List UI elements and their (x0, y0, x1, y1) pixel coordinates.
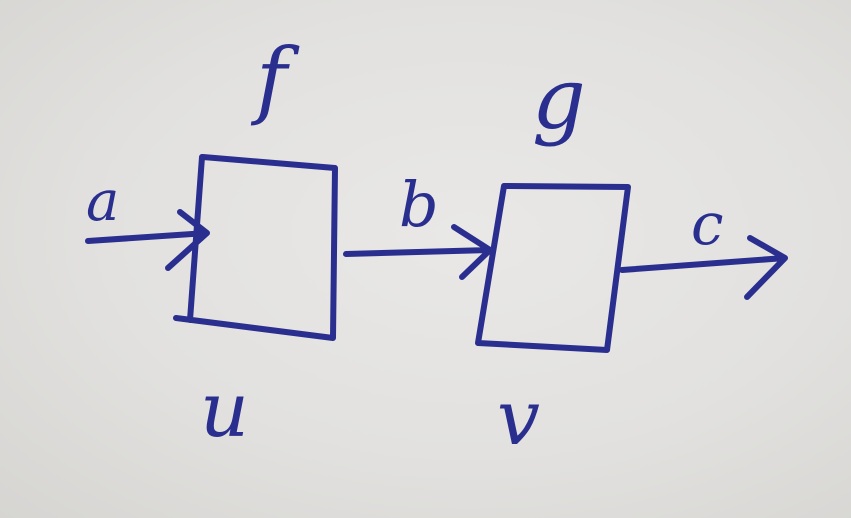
output-arrow (619, 235, 788, 300)
middle-arrow-label: b (399, 168, 439, 241)
box-g-bottom-label: v (497, 373, 540, 462)
input-arrow (85, 209, 210, 271)
box-f (173, 154, 338, 341)
middle-arrow (343, 224, 493, 280)
box-f-top-label: f (250, 30, 300, 128)
box-g (475, 183, 631, 353)
output-arrow-label: c (691, 190, 723, 258)
box-g-top-label: g (532, 50, 586, 148)
input-arrow-label: a (86, 169, 119, 234)
box-f-bottom-label: u (200, 365, 249, 454)
